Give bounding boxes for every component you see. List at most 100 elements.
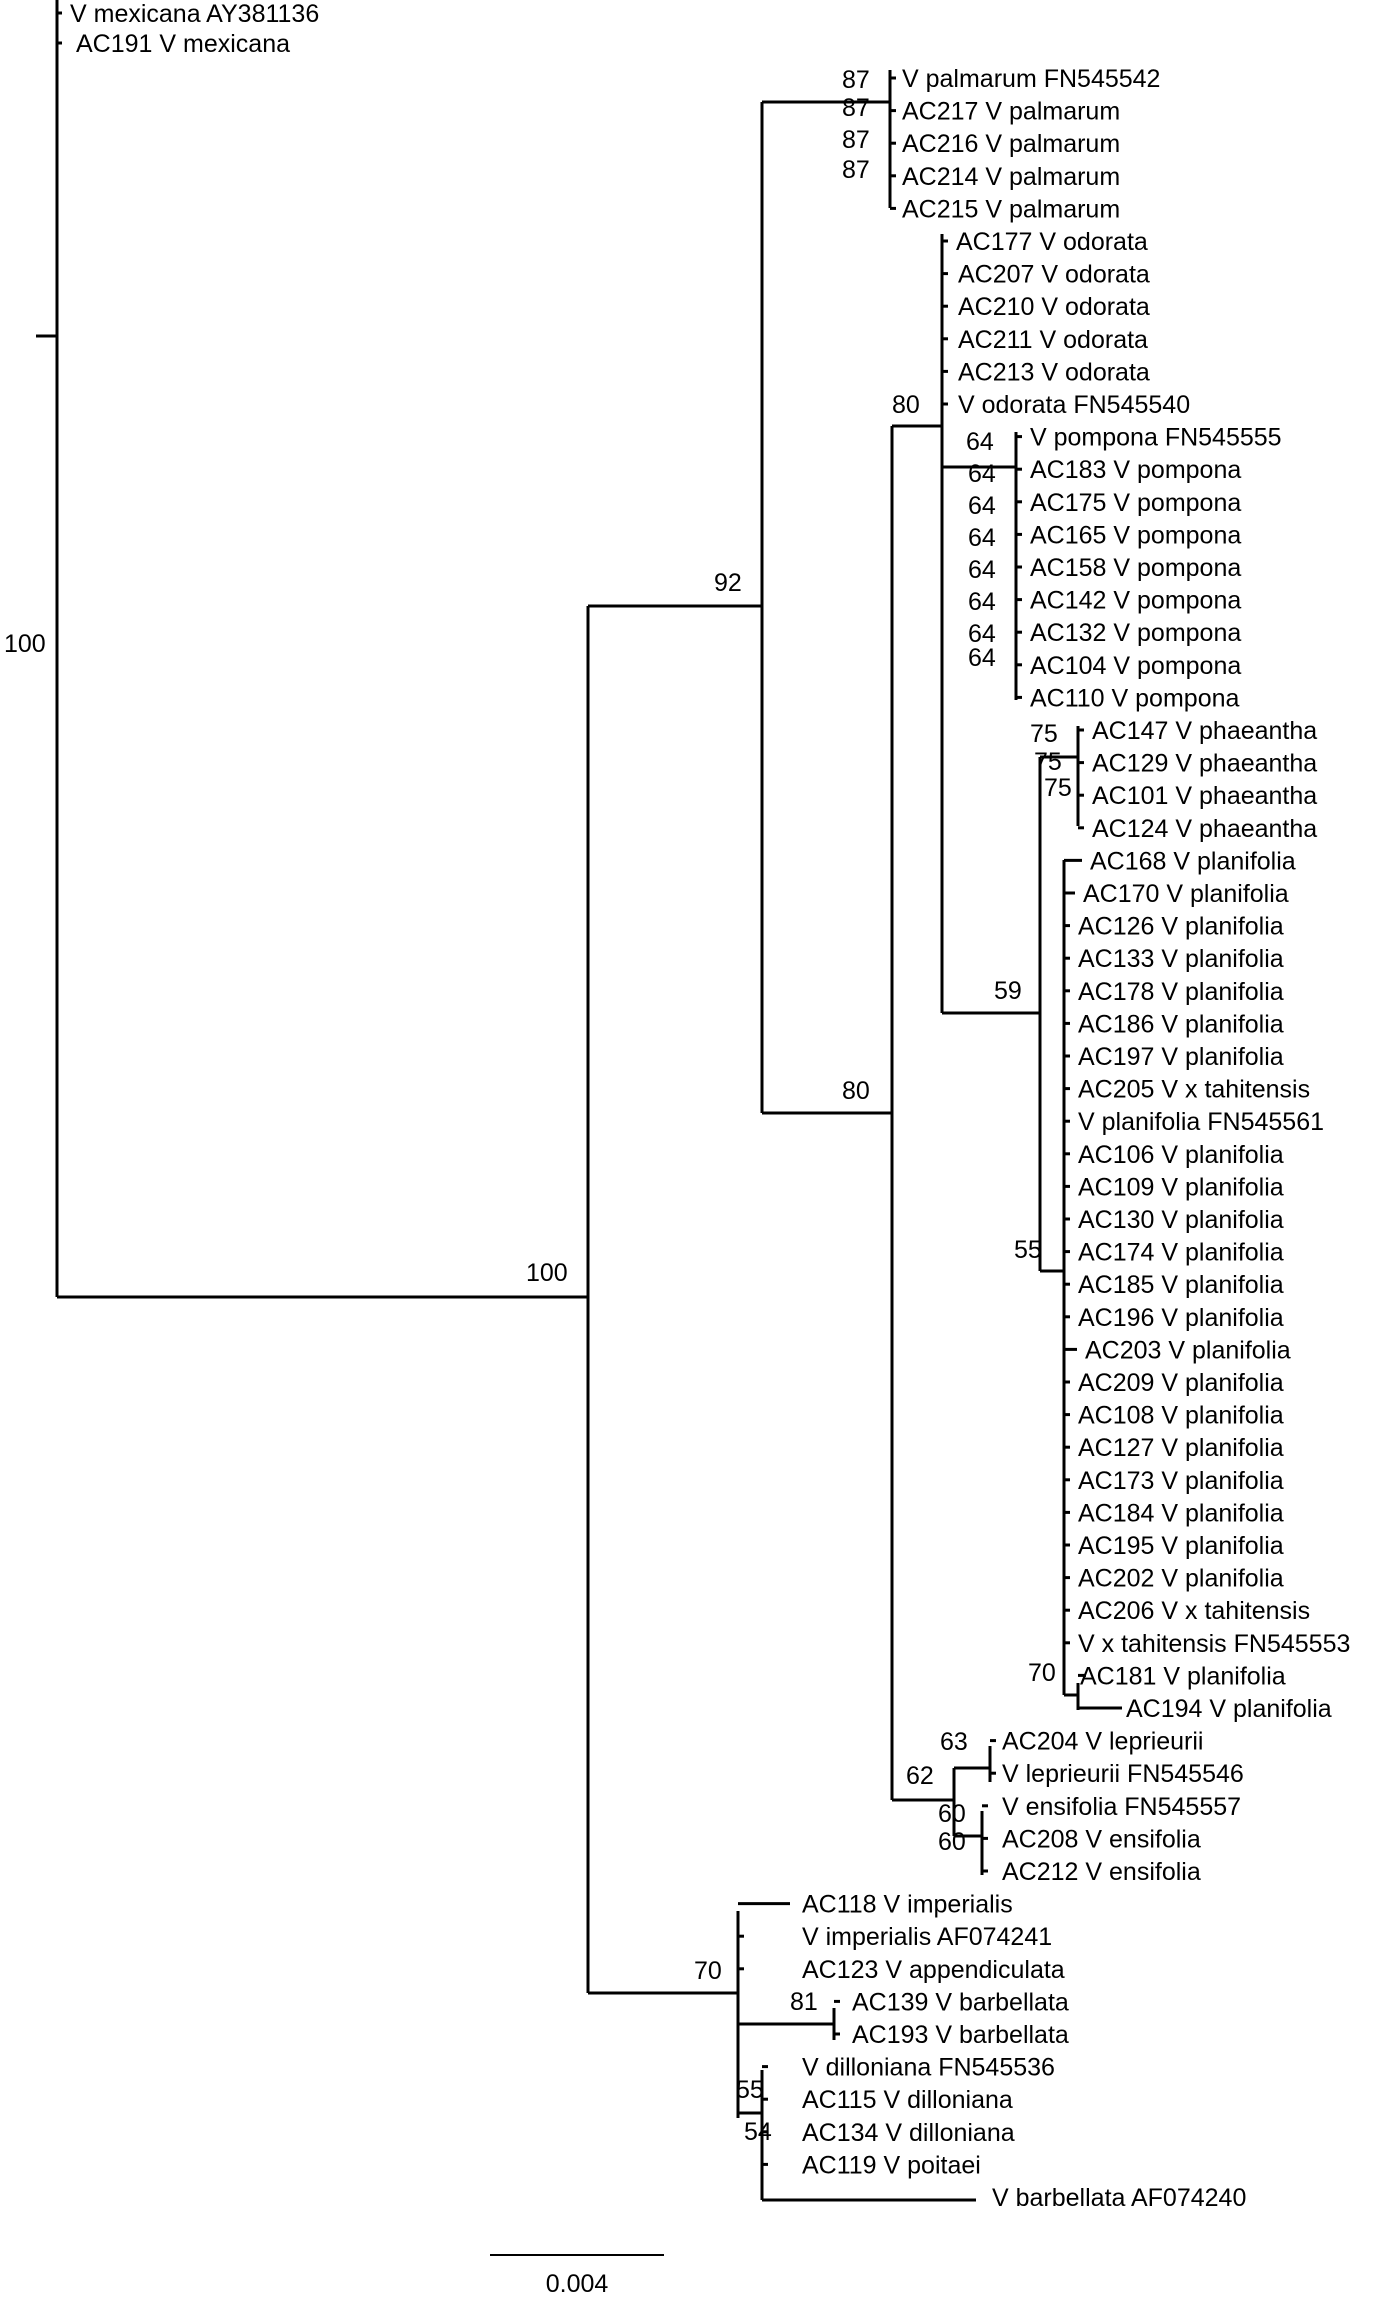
support-value: 54 [744, 2118, 772, 2146]
leaf-label: AC191 V mexicana [76, 30, 290, 58]
tree-branches [36, 0, 1122, 2202]
leaf-label: AC119 V poitaei [802, 2151, 981, 2179]
support-value: 75 [1034, 748, 1062, 776]
leaf-label: V planifolia FN545561 [1078, 1108, 1324, 1136]
leaf-label: V pompona FN545555 [1030, 424, 1282, 452]
leaf-label: AC124 V phaeantha [1092, 815, 1317, 843]
leaf-label: AC202 V planifolia [1078, 1565, 1284, 1593]
leaf-label: AC181 V planifolia [1080, 1662, 1286, 1690]
leaf-label: AC106 V planifolia [1078, 1141, 1284, 1169]
scale-bar-label: 0.004 [546, 2270, 609, 2298]
leaf-label: AC127 V planifolia [1078, 1434, 1284, 1462]
leaf-label: V barbellata AF074240 [992, 2184, 1246, 2212]
leaf-label: AC115 V dilloniana [802, 2086, 1013, 2114]
leaf-label: AC142 V pompona [1030, 587, 1241, 615]
support-value: 60 [938, 1800, 966, 1828]
leaf-label: AC110 V pompona [1030, 684, 1239, 712]
leaf-label: AC177 V odorata [956, 228, 1148, 256]
leaf-label: V dilloniana FN545536 [802, 2054, 1055, 2082]
leaf-label: AC184 V planifolia [1078, 1499, 1284, 1527]
support-value: 64 [968, 492, 996, 520]
leaf-label: AC211 V odorata [958, 326, 1148, 354]
leaf-label: V palmarum FN545542 [902, 65, 1160, 93]
leaf-label: AC139 V barbellata [852, 1988, 1069, 2016]
leaf-label: AC130 V planifolia [1078, 1206, 1284, 1234]
leaf-label: AC123 V appendiculata [802, 1956, 1065, 1984]
scale-bar: 0.004 [490, 2254, 664, 2298]
leaf-label: AC158 V pompona [1030, 554, 1241, 582]
leaf-label: AC175 V pompona [1030, 489, 1241, 517]
leaf-label: AC197 V planifolia [1078, 1043, 1284, 1071]
leaf-label: AC208 V ensifolia [1002, 1825, 1201, 1853]
leaf-label: AC174 V planifolia [1078, 1239, 1284, 1267]
support-value: 87 [842, 66, 870, 94]
support-values: 1001009287878787808064646464646464645975… [4, 66, 1072, 2146]
leaf-label: V mexicana AY381136 [70, 0, 319, 28]
support-value: 64 [968, 524, 996, 552]
leaf-label: AC133 V planifolia [1078, 945, 1284, 973]
leaf-label: AC183 V pompona [1030, 456, 1241, 484]
support-value: 92 [714, 569, 742, 597]
leaf-label: AC165 V pompona [1030, 521, 1241, 549]
support-value: 64 [968, 620, 996, 648]
leaf-label: AC173 V planifolia [1078, 1467, 1284, 1495]
leaf-label: AC214 V palmarum [902, 163, 1120, 191]
leaf-label: AC118 V imperialis [802, 1891, 1013, 1919]
leaf-label: V ensifolia FN545557 [1002, 1793, 1241, 1821]
leaf-label: AC101 V phaeantha [1092, 782, 1317, 810]
support-value: 81 [790, 1988, 818, 2016]
leaf-label: AC212 V ensifolia [1002, 1858, 1201, 1886]
leaf-label: V leprieurii FN545546 [1002, 1760, 1244, 1788]
support-value: 70 [694, 1957, 722, 1985]
leaf-label: AC185 V planifolia [1078, 1271, 1284, 1299]
support-value: 59 [994, 977, 1022, 1005]
support-value: 64 [968, 460, 996, 488]
support-value: 55 [1014, 1236, 1042, 1264]
leaf-label: AC206 V x tahitensis [1078, 1597, 1310, 1625]
leaf-label: AC217 V palmarum [902, 98, 1120, 126]
leaf-label: AC205 V x tahitensis [1078, 1076, 1310, 1104]
leaf-label: AC132 V pompona [1030, 619, 1241, 647]
leaf-label: AC108 V planifolia [1078, 1402, 1284, 1430]
support-value: 70 [1028, 1659, 1056, 1687]
leaf-label: AC193 V barbellata [852, 2021, 1069, 2049]
leaf-label: AC104 V pompona [1030, 652, 1241, 680]
leaf-label: AC178 V planifolia [1078, 978, 1284, 1006]
support-value: 64 [968, 588, 996, 616]
leaf-label: AC204 V leprieurii [1002, 1728, 1204, 1756]
support-value: 75 [1030, 720, 1058, 748]
support-value: 80 [842, 1077, 870, 1105]
leaf-label: AC186 V planifolia [1078, 1010, 1284, 1038]
support-value: 55 [736, 2076, 764, 2104]
support-value: 80 [892, 391, 920, 419]
leaf-label: AC134 V dilloniana [802, 2119, 1015, 2147]
support-value: 64 [968, 644, 996, 672]
leaf-label: AC147 V phaeantha [1092, 717, 1317, 745]
leaf-label: V x tahitensis FN545553 [1078, 1630, 1350, 1658]
leaf-label: AC126 V planifolia [1078, 913, 1284, 941]
support-value: 64 [968, 556, 996, 584]
leaf-label: AC203 V planifolia [1085, 1336, 1291, 1364]
leaf-label: AC210 V odorata [958, 293, 1150, 321]
leaf-label: AC109 V planifolia [1078, 1173, 1284, 1201]
support-value: 87 [842, 94, 870, 122]
leaf-label: AC215 V palmarum [902, 195, 1120, 223]
support-value: 62 [906, 1762, 934, 1790]
leaf-label: AC170 V planifolia [1083, 880, 1289, 908]
leaf-label: V imperialis AF074241 [802, 1923, 1052, 1951]
leaf-label: V odorata FN545540 [958, 391, 1190, 419]
support-value: 64 [966, 428, 994, 456]
leaf-label: AC194 V planifolia [1126, 1695, 1332, 1723]
support-value: 60 [938, 1828, 966, 1856]
leaf-label: AC209 V planifolia [1078, 1369, 1284, 1397]
support-value: 87 [842, 156, 870, 184]
support-value: 87 [842, 126, 870, 154]
leaf-label: AC213 V odorata [958, 358, 1150, 386]
leaf-label: AC168 V planifolia [1090, 847, 1296, 875]
support-value: 63 [940, 1728, 968, 1756]
support-value: 100 [526, 1259, 568, 1287]
leaf-label: AC129 V phaeantha [1092, 750, 1317, 778]
support-value: 75 [1044, 774, 1072, 802]
